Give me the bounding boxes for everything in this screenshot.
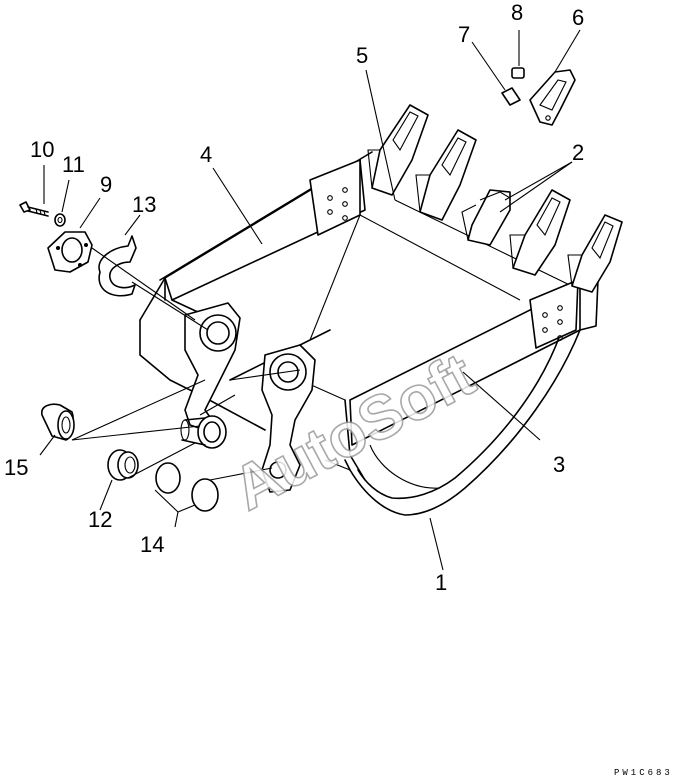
lock-part8	[511, 67, 525, 79]
callout-8: 8	[511, 0, 523, 25]
pin-part7	[501, 87, 521, 106]
callout-1: 1	[435, 570, 447, 595]
loose-tooth-part6	[529, 69, 576, 126]
ring-part13	[98, 235, 137, 297]
tooth-2	[415, 129, 477, 221]
side-plate-right	[529, 279, 579, 349]
callout-11: 11	[62, 152, 85, 177]
tooth-3	[461, 189, 511, 246]
callout-2: 2	[572, 140, 584, 165]
link-bracket-front	[261, 344, 316, 493]
bushing-part12	[107, 449, 139, 481]
callout-3: 3	[553, 452, 565, 477]
retainer-part9	[47, 231, 93, 273]
leader-lines	[39, 29, 581, 571]
bushing-part15	[41, 403, 75, 441]
watermark: AutoSoft	[222, 340, 485, 524]
assembly-lines	[71, 247, 301, 481]
callout-4: 4	[200, 142, 212, 167]
drawing-code: PW1C683	[614, 768, 673, 778]
washer-part11	[54, 213, 66, 227]
tooth-5	[567, 214, 623, 293]
callout-14: 14	[140, 532, 164, 557]
link-bracket-rear	[184, 302, 241, 431]
bolt-part10	[19, 201, 49, 217]
callout-10: 10	[30, 137, 54, 162]
o-ring-part14	[155, 462, 219, 512]
lower-boss	[180, 415, 227, 449]
tooth-4	[509, 189, 571, 276]
callout-7: 7	[458, 22, 470, 47]
callout-6: 6	[572, 5, 584, 30]
callout-13: 13	[132, 192, 156, 217]
tooth-1	[367, 104, 429, 196]
callout-9: 9	[100, 172, 112, 197]
callout-5: 5	[356, 43, 368, 68]
side-plate-left	[309, 159, 361, 236]
callout-12: 12	[88, 507, 112, 532]
callout-15: 15	[4, 455, 28, 480]
